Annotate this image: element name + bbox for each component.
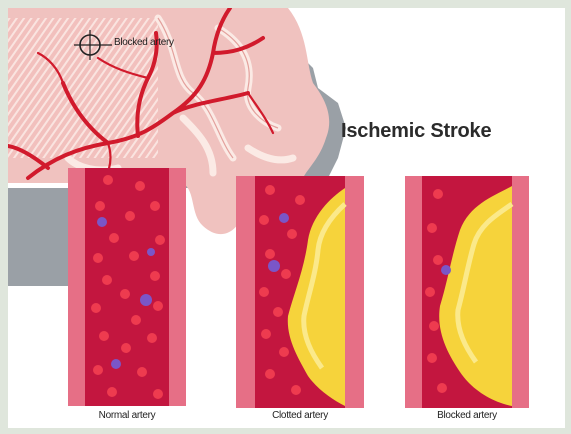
- diagram-title: Ischemic Stroke: [341, 120, 491, 143]
- panel-blocked-artery: [405, 176, 529, 408]
- diagram-frame: Ischemic Stroke Blocked artery Normal ar…: [8, 8, 565, 428]
- platelets: [441, 265, 451, 275]
- caption-normal-artery: Normal artery: [99, 410, 156, 421]
- callout-label: Blocked artery: [114, 37, 174, 48]
- panel-clotted-artery: [236, 176, 364, 408]
- caption-blocked-artery: Blocked artery: [437, 410, 497, 421]
- panel-normal-artery: [68, 168, 186, 406]
- caption-clotted-artery: Clotted artery: [272, 410, 328, 421]
- stroke-illustration: [8, 8, 565, 428]
